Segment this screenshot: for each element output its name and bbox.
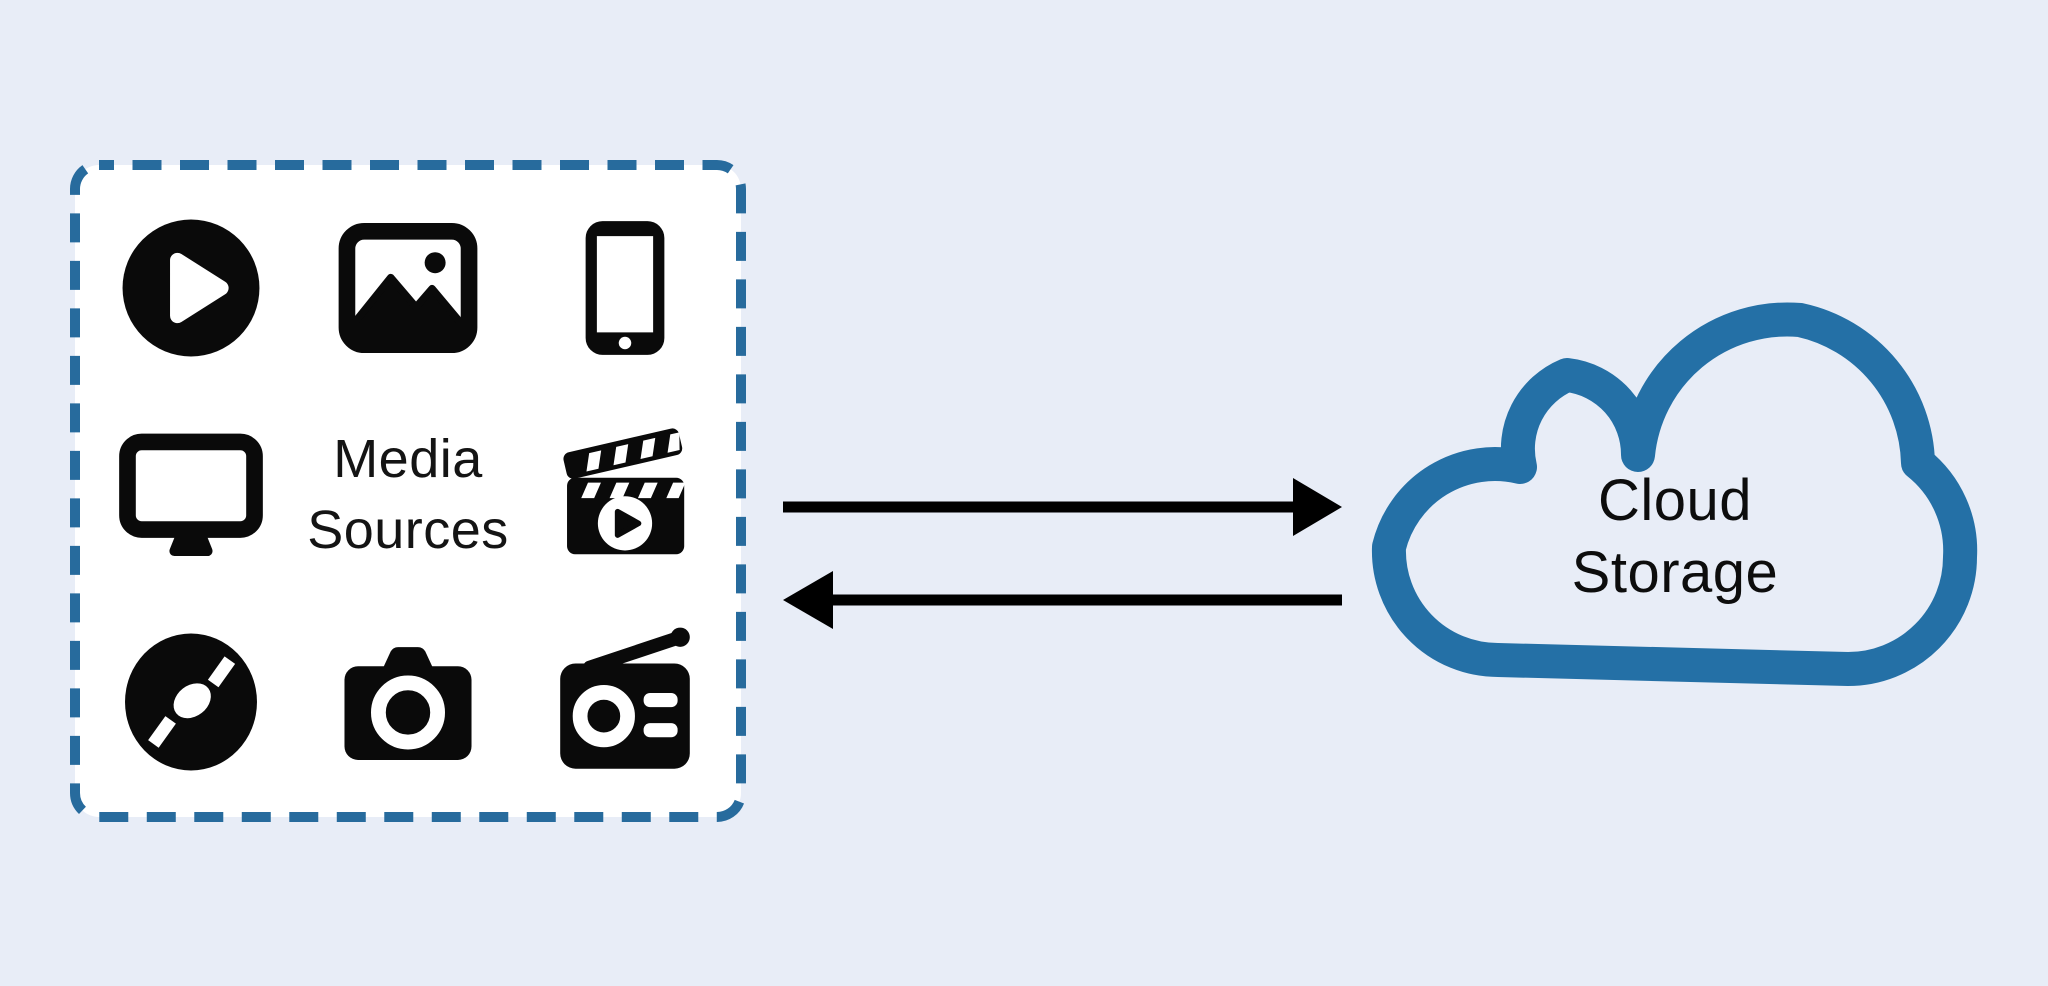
media-cell (82, 599, 299, 806)
image-icon (338, 222, 478, 353)
upload-arrow (783, 478, 1342, 536)
media-cell (299, 184, 516, 391)
cloud-label-line1: Cloud (1597, 468, 1753, 533)
cloud-storage-label: Cloud Storage (1368, 465, 1982, 609)
camera-icon (344, 647, 472, 761)
download-arrow (783, 571, 1342, 629)
smartphone-icon (585, 220, 665, 355)
flow-arrows (783, 478, 1342, 629)
media-label-cell: Media Sources (299, 391, 516, 598)
monitor-icon (118, 433, 263, 557)
radio-icon (560, 627, 691, 770)
media-cell (299, 599, 516, 806)
cloud-outline (1371, 302, 1978, 686)
media-cell (517, 391, 734, 598)
media-icons-grid: Media Sources (82, 184, 734, 806)
media-cell (82, 391, 299, 598)
media-label-line1: Media (333, 428, 483, 489)
cloud-label-line2: Storage (1571, 540, 1779, 605)
media-cell (82, 184, 299, 391)
clapperboard-icon (563, 428, 686, 555)
disc-icon (124, 633, 257, 771)
cloud-icon (1371, 302, 1978, 686)
cloud-storage-group: Cloud Storage (1368, 295, 1990, 695)
media-sources-label: Media Sources (307, 424, 509, 566)
play-circle-icon (122, 219, 260, 357)
media-cell (517, 184, 734, 391)
media-sources-group: Media Sources (70, 160, 746, 822)
media-cell (517, 599, 734, 806)
media-label-line2: Sources (307, 499, 509, 560)
